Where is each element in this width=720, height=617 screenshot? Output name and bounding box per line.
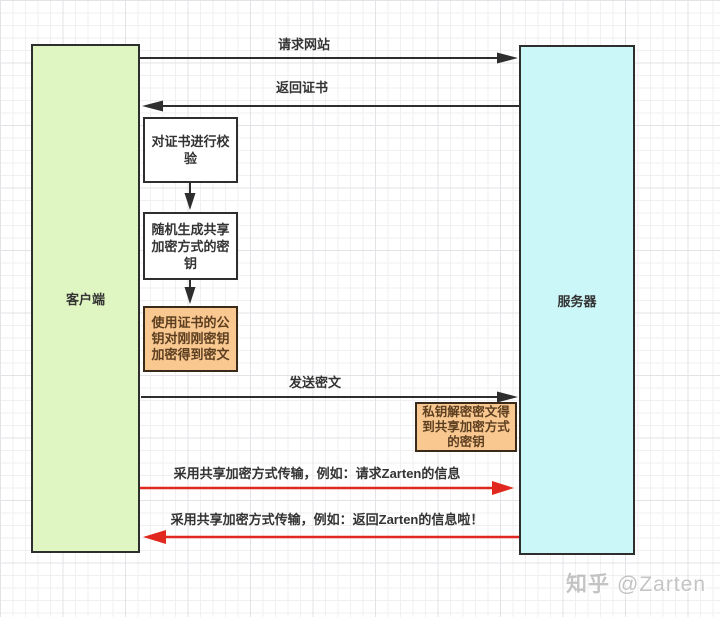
message-label-return-cert: 返回证书: [275, 80, 329, 95]
step-verify-cert: 对证书进行校验: [143, 117, 238, 183]
step-generate-key: 随机生成共享加密方式的密钥: [143, 212, 238, 280]
step-encrypt-key: 使用证书的公钥对刚刚密钥加密得到密文: [143, 306, 238, 372]
actor-server: 服务器: [519, 45, 635, 555]
arrow-shared-response: [143, 530, 519, 544]
message-label-shared-request: 采用共享加密方式传输，例如：请求Zarten的信息: [173, 466, 461, 481]
arrow-request-site: [140, 52, 518, 64]
watermark: 知乎 @Zarten: [566, 572, 706, 597]
arrow-return-cert: [142, 100, 519, 112]
message-label-request-site: 请求网站: [277, 37, 331, 52]
actor-client-label: 客户端: [65, 292, 105, 307]
arrow-send-cipher: [141, 391, 518, 403]
actor-client: 客户端: [31, 44, 140, 553]
watermark-brand-zhihu: 知乎: [566, 573, 610, 596]
step-decrypt-key: 私钥解密密文得到共享加密方式的密钥: [415, 402, 517, 452]
arrow-shared-request: [140, 481, 514, 495]
arrow-flow-verify-to-generate: [184, 183, 196, 210]
watermark-handle: @Zarten: [617, 573, 707, 596]
arrow-flow-generate-to-encrypt: [184, 280, 196, 304]
message-label-send-cipher: 发送密文: [288, 375, 342, 390]
actor-server-label: 服务器: [557, 293, 597, 309]
message-label-shared-response: 采用共享加密方式传输，例如：返回Zarten的信息啦！: [170, 512, 484, 527]
